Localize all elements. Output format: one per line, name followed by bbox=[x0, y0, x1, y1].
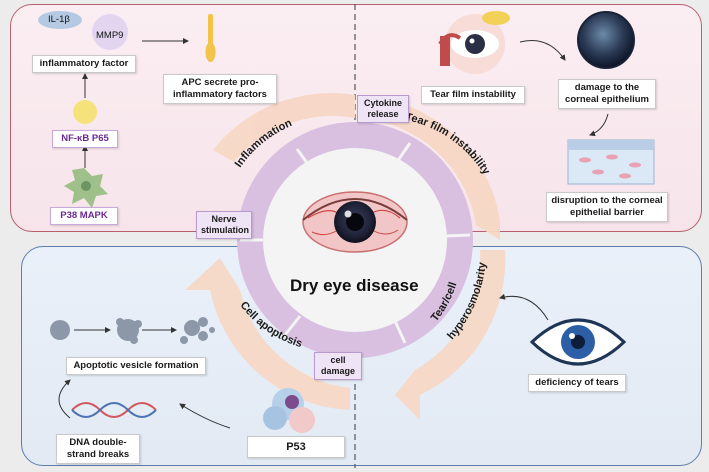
apoptosis-cells bbox=[50, 317, 215, 344]
deficiency-of-tears-label: deficiency of tears bbox=[528, 374, 626, 392]
deficiency-eye-icon bbox=[529, 318, 627, 366]
nerve-stimulation-label: Nerve stimulation bbox=[196, 211, 252, 239]
apc-label: APC secrete pro-inflammatory factors bbox=[163, 74, 277, 104]
inflammatory-factor-label: inflammatory factor bbox=[32, 55, 136, 73]
mmp9-label: MMP9 bbox=[96, 30, 124, 41]
damage-epithelium-label: damage to the corneal epithelium bbox=[558, 79, 656, 109]
il1b-label: IL-1β bbox=[48, 14, 70, 25]
dna-helix-icon bbox=[71, 402, 157, 418]
cornea-icon bbox=[577, 11, 635, 69]
cell-damage-label: cell damage bbox=[314, 352, 362, 380]
tear-film-instability-label: Tear film instability bbox=[421, 86, 525, 104]
nfkb-label: NF-κB P65 bbox=[52, 130, 118, 148]
apc-cell-icon bbox=[205, 14, 216, 62]
dna-breaks-label: DNA double-strand breaks bbox=[56, 434, 140, 464]
mmp9-circle bbox=[92, 14, 128, 50]
p53-label: P53 bbox=[247, 436, 345, 458]
disruption-barrier-label: disruption to the corneal epithelial bar… bbox=[546, 192, 668, 222]
p38-label: P38 MAPK bbox=[50, 207, 118, 225]
p53-cells-icon bbox=[263, 388, 315, 433]
apoptotic-vesicle-label: Apoptotic vesicle formation bbox=[66, 357, 206, 375]
nfkb-circle bbox=[73, 100, 97, 124]
epithelium-barrier-icon bbox=[567, 139, 655, 185]
red-eye-illustration bbox=[302, 191, 408, 253]
center-title: Dry eye disease bbox=[290, 276, 419, 295]
eye-dropper-icon bbox=[438, 11, 510, 74]
il1b-oval bbox=[38, 11, 82, 29]
p38-cell-icon bbox=[64, 168, 108, 208]
cytokine-release-label: Cytokine release bbox=[357, 95, 409, 123]
